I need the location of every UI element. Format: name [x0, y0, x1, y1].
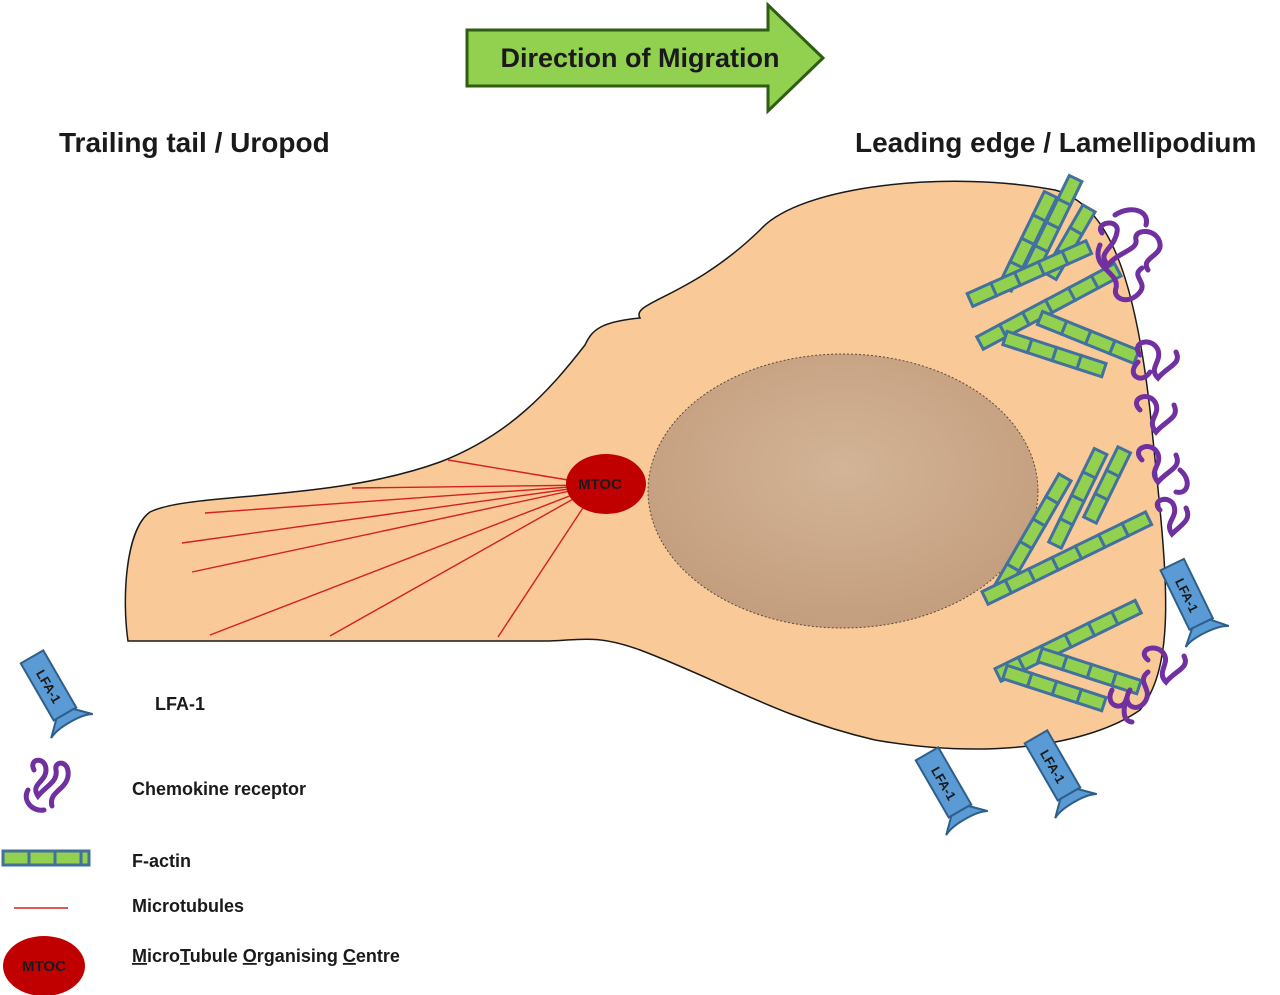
legend-lfa1-symbol: LFA-1 [19, 648, 94, 739]
lfa1-integrin: LFA-1 [914, 745, 989, 836]
f-actin-filament [1, 849, 83, 867]
chemokine-receptor [1097, 207, 1163, 273]
chemokine-receptor [1154, 496, 1191, 538]
legend: LFA-1 LFA-1 Chemokine receptor F-actin M… [1, 648, 400, 995]
f-actin-filament [1000, 663, 1108, 713]
legend-mtoc-abbrev: MTOC [22, 958, 66, 975]
nucleus [647, 353, 1039, 629]
legend-microtubules-label: Microtubules [132, 896, 244, 916]
f-actin-filament [1046, 446, 1109, 551]
chemokine-receptor [1130, 339, 1180, 382]
f-actin-filament [1035, 646, 1143, 696]
leading-edge-label: Leading edge / Lamellipodium [855, 127, 1256, 158]
trailing-tail-label: Trailing tail / Uropod [59, 127, 330, 158]
mtoc-label: MTOC [578, 476, 622, 493]
f-actin-filament [1081, 444, 1133, 526]
mtoc: MTOC [566, 454, 646, 514]
f-actin-filament [974, 261, 1124, 352]
legend-mtoc-symbol [3, 936, 85, 995]
chemokine-receptors [1095, 207, 1191, 725]
legend-chemokine-label: Chemokine receptor [132, 779, 306, 799]
legend-factin-label: F-actin [132, 851, 191, 871]
lfa1-integrin: LFA-1 [1023, 728, 1098, 819]
lfa1-integrin: LFA-1 [1159, 557, 1230, 648]
f-actin-network [965, 173, 1154, 713]
chemokine-receptor [1134, 394, 1178, 436]
chemokine-receptor [1095, 242, 1145, 303]
f-actin-filament [1000, 329, 1108, 379]
f-actin-filament [965, 238, 1094, 309]
f-actin-filament [979, 509, 1154, 607]
legend-mtoc-full: MicroTubule Organising Centre [132, 946, 400, 966]
f-actin-filament [991, 471, 1074, 596]
direction-arrow: Direction of Migration [465, 1, 826, 115]
direction-label: Direction of Migration [501, 43, 780, 73]
legend-chemokine-symbol [23, 757, 71, 813]
lfa1-integrin: LFA-1 [19, 648, 94, 739]
f-actin-filament [1035, 309, 1142, 366]
chemokine-receptor [1136, 444, 1190, 495]
legend-lfa1-label: LFA-1 [155, 694, 205, 714]
legend-factin-symbol [1, 849, 91, 867]
chemokine-receptor [1107, 687, 1135, 725]
